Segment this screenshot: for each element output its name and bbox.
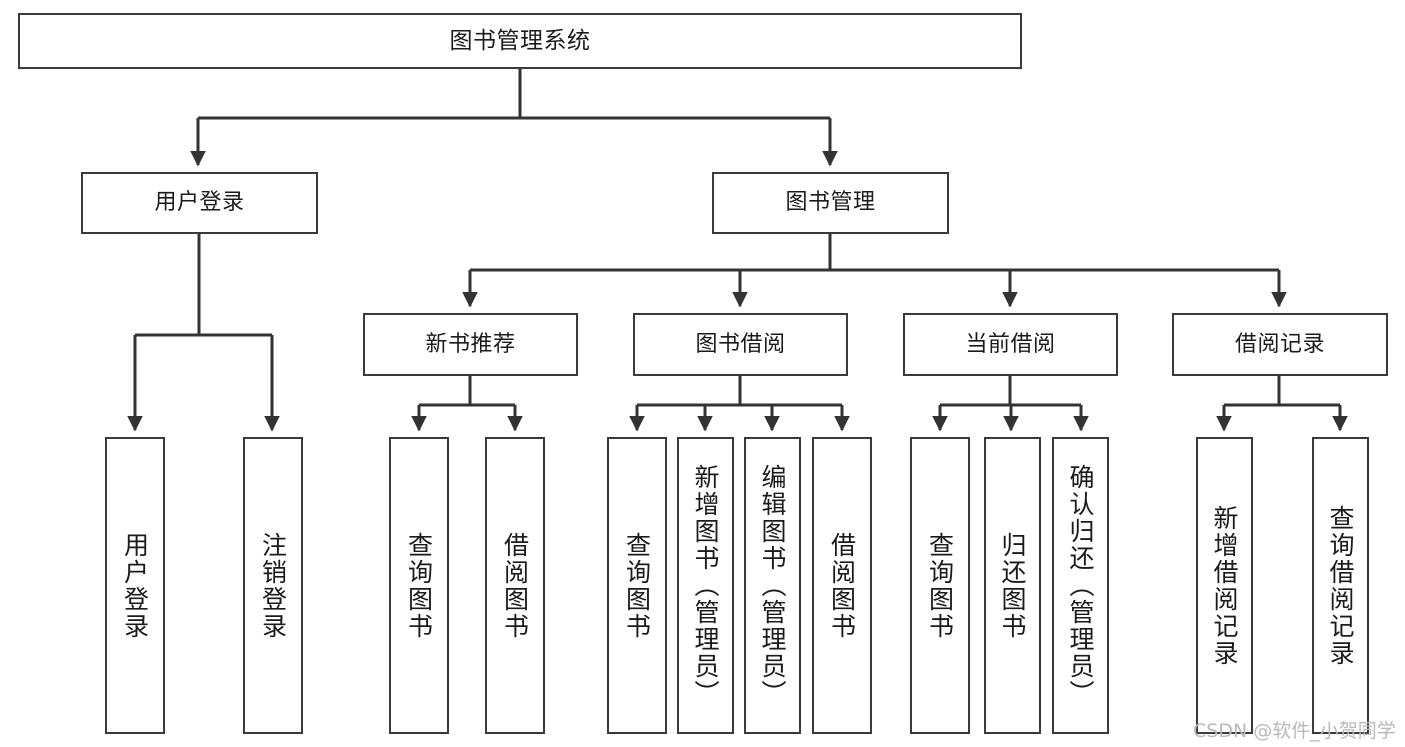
node-book-borrow[interactable]: 图书借阅 <box>633 313 848 376</box>
node-leaf-borrow-book-2-label: 借阅图书 <box>827 531 857 640</box>
node-root[interactable]: 图书管理系统 <box>18 13 1022 69</box>
node-root-label: 图书管理系统 <box>449 27 591 54</box>
node-leaf-confirm-return[interactable]: 确认归还（管理员） <box>1052 437 1109 734</box>
node-new-book-rec[interactable]: 新书推荐 <box>363 313 578 376</box>
node-book-manage-label: 图书管理 <box>785 190 876 216</box>
node-leaf-edit-book-label: 编辑图书（管理员） <box>758 464 787 707</box>
node-leaf-borrow-book-2[interactable]: 借阅图书 <box>812 437 872 734</box>
node-leaf-edit-book[interactable]: 编辑图书（管理员） <box>744 437 801 734</box>
node-leaf-user-login[interactable]: 用户登录 <box>105 437 165 734</box>
node-current-borrow[interactable]: 当前借阅 <box>903 313 1118 376</box>
node-leaf-borrow-book-1-label: 借阅图书 <box>500 531 530 640</box>
node-leaf-query-record[interactable]: 查询借阅记录 <box>1312 437 1369 734</box>
node-current-borrow-label: 当前借阅 <box>965 331 1056 357</box>
node-leaf-logout-login[interactable]: 注销登录 <box>243 437 303 734</box>
node-leaf-query-book-2[interactable]: 查询图书 <box>607 437 667 734</box>
node-leaf-user-login-label: 用户登录 <box>120 531 150 640</box>
node-leaf-add-book-label: 新增图书（管理员） <box>691 464 720 707</box>
node-user-login-label: 用户登录 <box>154 190 245 216</box>
node-book-manage[interactable]: 图书管理 <box>712 172 949 234</box>
node-borrow-record[interactable]: 借阅记录 <box>1172 313 1388 376</box>
node-borrow-record-label: 借阅记录 <box>1234 331 1325 357</box>
node-leaf-query-record-label: 查询借阅记录 <box>1326 504 1355 667</box>
node-leaf-add-record-label: 新增借阅记录 <box>1210 504 1239 667</box>
node-book-borrow-label: 图书借阅 <box>695 331 786 357</box>
node-leaf-query-book-2-label: 查询图书 <box>622 531 652 640</box>
node-leaf-return-book-label: 归还图书 <box>998 531 1027 640</box>
node-leaf-confirm-return-label: 确认归还（管理员） <box>1066 464 1095 707</box>
node-leaf-query-book-3[interactable]: 查询图书 <box>910 437 970 734</box>
node-leaf-borrow-book-1[interactable]: 借阅图书 <box>485 437 545 734</box>
node-leaf-query-book-1-label: 查询图书 <box>404 531 434 640</box>
node-leaf-query-book-3-label: 查询图书 <box>925 531 955 640</box>
node-leaf-add-record[interactable]: 新增借阅记录 <box>1196 437 1253 734</box>
node-leaf-add-book[interactable]: 新增图书（管理员） <box>677 437 734 734</box>
node-new-book-rec-label: 新书推荐 <box>425 331 516 357</box>
watermark: CSDN @软件_小贺同学 <box>1193 720 1396 742</box>
node-leaf-return-book[interactable]: 归还图书 <box>984 437 1041 734</box>
node-leaf-query-book-1[interactable]: 查询图书 <box>389 437 449 734</box>
node-leaf-logout-login-label: 注销登录 <box>258 531 288 640</box>
node-user-login[interactable]: 用户登录 <box>81 172 318 234</box>
